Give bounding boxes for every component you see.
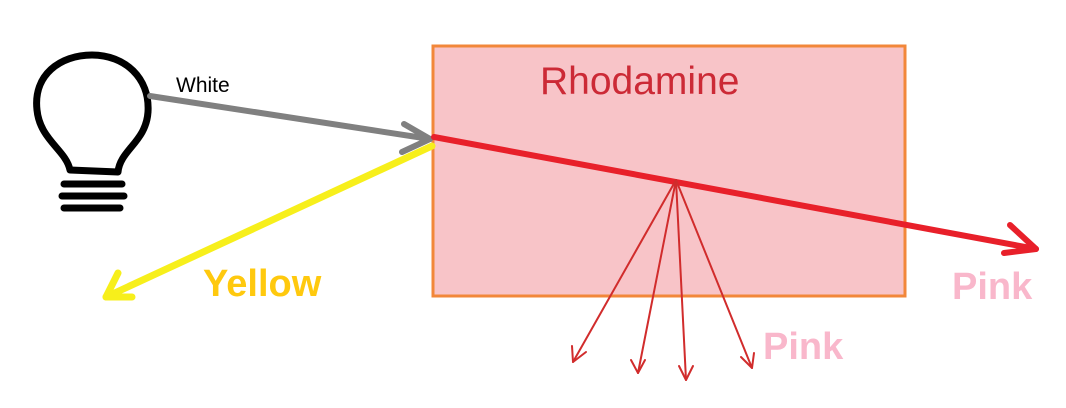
- yellow-light-label: Yellow: [203, 263, 322, 305]
- white-incident-beam: [147, 93, 433, 155]
- rhodamine-sample-box: [431, 44, 907, 298]
- emission-arrow: [630, 179, 677, 374]
- emission-arrow: [675, 179, 755, 369]
- pink-emitted-label: Pink: [763, 326, 844, 368]
- yellow-reflected-beam: [102, 142, 436, 301]
- emission-arrow: [571, 179, 677, 363]
- pink-transmitted-label: Pink: [952, 266, 1033, 308]
- rhodamine-label: Rhodamine: [540, 60, 740, 103]
- light-bulb-icon: [33, 51, 152, 212]
- white-light-label: White: [176, 74, 230, 97]
- red-transmitted-beam: [431, 134, 1039, 256]
- emission-arrow: [675, 179, 694, 381]
- scattered-emission-arrows: [571, 179, 755, 381]
